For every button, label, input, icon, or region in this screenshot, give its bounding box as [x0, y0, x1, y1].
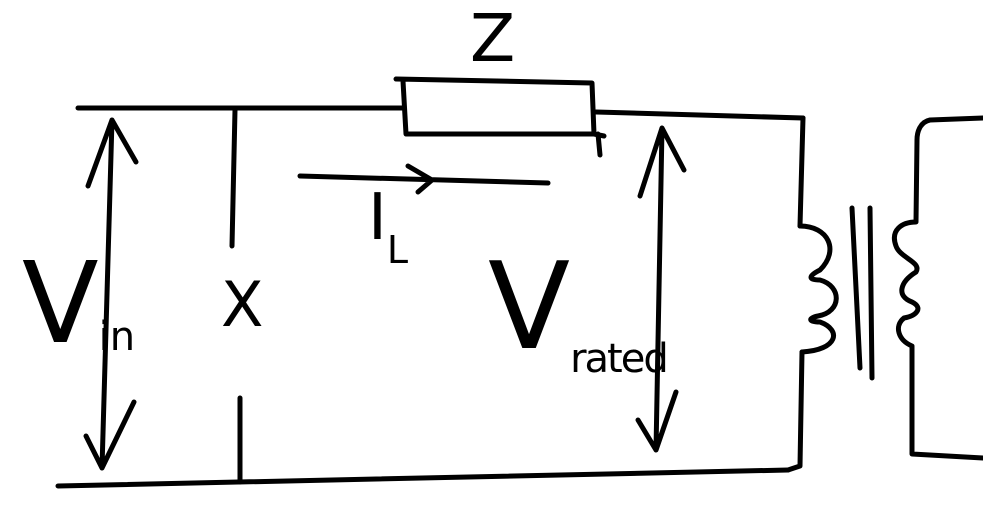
current-symbol: I: [368, 181, 387, 255]
rated-voltage-label: Vrated: [488, 248, 669, 380]
current-arrow: [297, 163, 551, 195]
current-subscript: L: [386, 227, 409, 272]
input-voltage-symbol: V: [22, 239, 99, 369]
primary-coil: [797, 223, 839, 355]
reactance-label: X: [221, 268, 264, 341]
input-voltage-subscript: in: [98, 314, 136, 360]
transformer-core-line-2: [867, 205, 875, 381]
vrated-arrow: [635, 125, 687, 453]
impedance-label: Z: [470, 0, 516, 77]
impedance-box: [393, 76, 607, 158]
secondary-winding: [892, 115, 983, 461]
bottom-wire: [55, 467, 791, 489]
rated-voltage-subscript: rated: [570, 336, 669, 382]
top-wire-right: [593, 109, 806, 121]
rated-voltage-symbol: V: [488, 238, 571, 377]
input-voltage-label: Vin: [22, 248, 135, 360]
current-label: IL: [368, 186, 408, 269]
right-wire-upper: [797, 115, 806, 229]
right-wire-lower: [785, 349, 805, 473]
transformer-core-line-1: [849, 205, 863, 371]
shunt-branch-upper: [229, 107, 238, 249]
vin-arrow: [83, 117, 139, 471]
